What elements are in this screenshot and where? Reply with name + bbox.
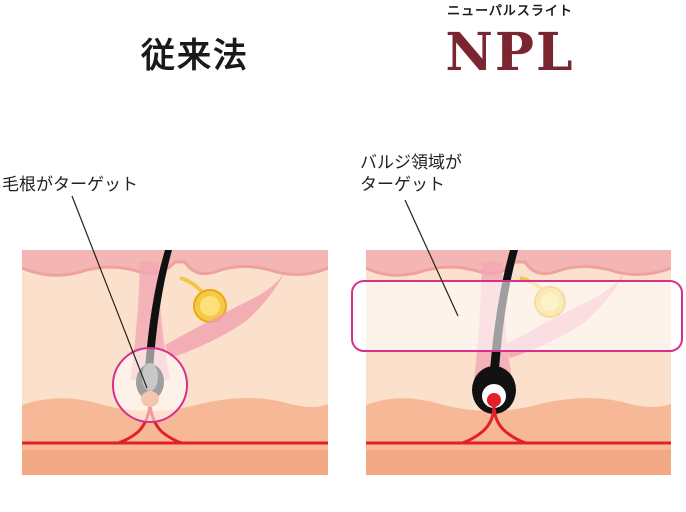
left-fat-bottom bbox=[22, 450, 328, 475]
right-title: NPL bbox=[445, 22, 575, 83]
left-epidermis bbox=[22, 250, 328, 276]
right-label-pointer bbox=[404, 199, 459, 317]
left-target-label: 毛根がターゲット bbox=[2, 175, 138, 195]
right-target-label: バルジ領域が ターゲット bbox=[360, 152, 462, 196]
right-target-label-line1: バルジ領域が bbox=[360, 153, 462, 173]
left-label-pointer bbox=[71, 195, 148, 389]
left-skin-cross-section bbox=[22, 250, 328, 475]
right-epidermis bbox=[366, 250, 671, 276]
right-subtitle: ニューパルスライト bbox=[447, 4, 573, 19]
left-arrector-muscle bbox=[165, 272, 285, 358]
left-hair-shaft bbox=[145, 250, 172, 370]
right-bulge-target-box bbox=[351, 280, 683, 352]
right-target-label-line2: ターゲット bbox=[360, 175, 445, 195]
left-title: 従来法 bbox=[141, 36, 249, 76]
